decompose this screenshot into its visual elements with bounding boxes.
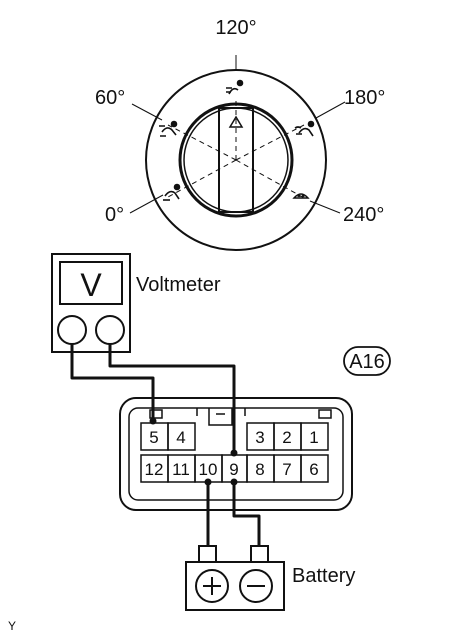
bi-level-icon [159, 120, 178, 137]
triangle-marker-icon [228, 115, 244, 128]
defroster-icon [292, 193, 310, 199]
figure-code: Y [8, 619, 16, 633]
connector-housing-inner [128, 407, 344, 501]
pin-11: 11 [172, 460, 190, 479]
angle-label-0: 0° [105, 204, 124, 226]
pin-1: 1 [309, 428, 318, 447]
pin-3: 3 [255, 428, 264, 447]
dial-knob-grip[interactable] [218, 107, 254, 213]
connector-code: A16 [349, 351, 385, 373]
pin-8: 8 [255, 460, 264, 479]
mode-dial: 120° 60° 180° 0° 240° [95, 17, 385, 251]
connector-a16: A16 5 4 3 2 1 [119, 346, 391, 511]
angle-label-180: 180° [344, 87, 385, 109]
angle-label-120: 120° [215, 17, 256, 39]
negative-terminal-icon [239, 569, 273, 603]
connector-top-row [140, 422, 329, 451]
connector-housing-outer [119, 397, 353, 511]
voltmeter-display [59, 261, 123, 305]
battery-body [185, 561, 285, 611]
voltmeter-label: Voltmeter [136, 274, 221, 296]
angle-label-240: 240° [343, 204, 384, 226]
pin-2: 2 [282, 428, 291, 447]
test-leads [70, 344, 261, 546]
dial-angle-lines [167, 100, 307, 200]
battery: Battery [185, 545, 355, 611]
voltmeter: V Voltmeter [51, 253, 221, 353]
probe-contact-dots [149, 417, 238, 486]
positive-terminal-icon [195, 569, 229, 603]
pin-5: 5 [149, 428, 158, 447]
pin-7: 7 [282, 460, 291, 479]
foot-defrost-icon [294, 120, 315, 137]
pin-6: 6 [309, 460, 318, 479]
pin-9: 9 [229, 460, 238, 479]
voltmeter-symbol: V [80, 267, 102, 303]
dial-leader-lines [129, 55, 346, 214]
lead-pin-9-to-battery-negative [232, 482, 261, 546]
face-vent-icon [226, 79, 244, 95]
battery-label: Battery [292, 565, 355, 587]
lead-voltmeter-to-pin-5 [70, 344, 155, 421]
voltmeter-probe-left[interactable] [57, 315, 87, 345]
foot-icon [163, 183, 181, 201]
connector-latches [149, 408, 332, 426]
voltmeter-body [51, 253, 131, 353]
voltmeter-probe-right[interactable] [95, 315, 125, 345]
angle-label-60: 60° [95, 87, 125, 109]
pin-12: 12 [145, 460, 164, 479]
pin-4: 4 [176, 428, 185, 447]
pin-10: 10 [199, 460, 218, 479]
lead-voltmeter-to-pin-9 [108, 344, 236, 453]
connector-code-badge: A16 [343, 346, 391, 376]
battery-terminal-negative [250, 545, 269, 563]
battery-terminal-positive [198, 545, 217, 563]
